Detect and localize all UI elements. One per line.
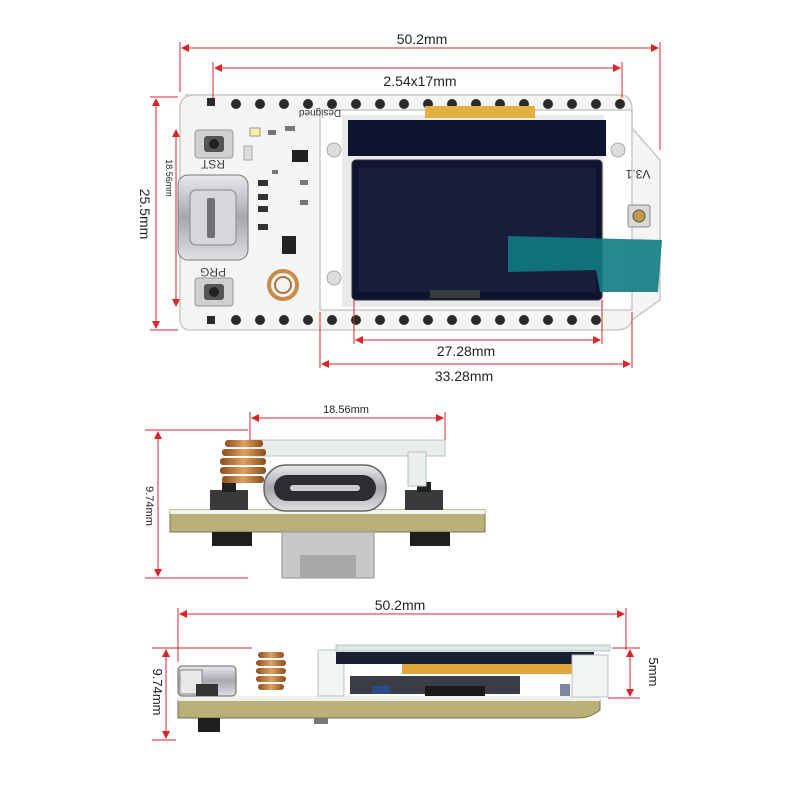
bottom-pin-header [207, 315, 601, 325]
oled-module [319, 106, 633, 311]
front-usb-c [263, 464, 387, 512]
brand-label: Designed [299, 107, 341, 118]
dim-top-width-label: 50.2mm [397, 31, 448, 47]
front-view: 18.56mm 9.74mm [143, 404, 486, 579]
dim-side-width-label: 50.2mm [375, 597, 426, 613]
dim-oled-thickness-label: 5mm [646, 658, 661, 687]
side-oled [317, 644, 611, 698]
protective-film-tab [508, 236, 662, 292]
dim-side-height-label: 9.74mm [150, 669, 165, 716]
dim-usb-small-label: 18.56mm [164, 159, 174, 197]
smd-components [258, 126, 308, 254]
dim-screen-width-label: 27.28mm [437, 343, 495, 359]
dim-front-height-label: 9.74mm [143, 486, 155, 526]
side-pcb [177, 699, 601, 719]
dim-top-height [150, 96, 178, 331]
side-view: 50.2mm 9.74mm 5mm [150, 597, 661, 741]
dim-screen-width [353, 300, 603, 344]
rst-label: RST [200, 157, 225, 171]
dim-pin-span [212, 62, 623, 98]
prg-button [194, 277, 234, 307]
dim-side-width [177, 608, 627, 662]
usb-c-connector [177, 174, 249, 261]
dim-pin-span-label: 2.54x17mm [383, 73, 456, 89]
side-coil [256, 652, 286, 690]
prg-label: PRG [200, 265, 226, 279]
dim-side-height [152, 647, 252, 741]
top-view: RST PRG [137, 31, 662, 384]
dim-screen-frame-width-label: 33.28mm [435, 368, 493, 384]
dim-front-width [249, 412, 446, 440]
ipex-antenna-connector [627, 204, 651, 228]
dim-front-width-label: 18.56mm [323, 404, 369, 416]
version-label: V3.1 [625, 167, 650, 181]
dim-front-height [145, 429, 248, 579]
dim-top-width [179, 42, 661, 150]
dim-oled-thickness [608, 647, 640, 699]
dim-screen-frame-width [319, 312, 633, 368]
front-coil [220, 440, 266, 483]
rst-button [194, 129, 234, 159]
dim-top-height-label: 25.5mm [137, 189, 153, 240]
coil-antenna [267, 269, 299, 301]
led [249, 127, 261, 137]
